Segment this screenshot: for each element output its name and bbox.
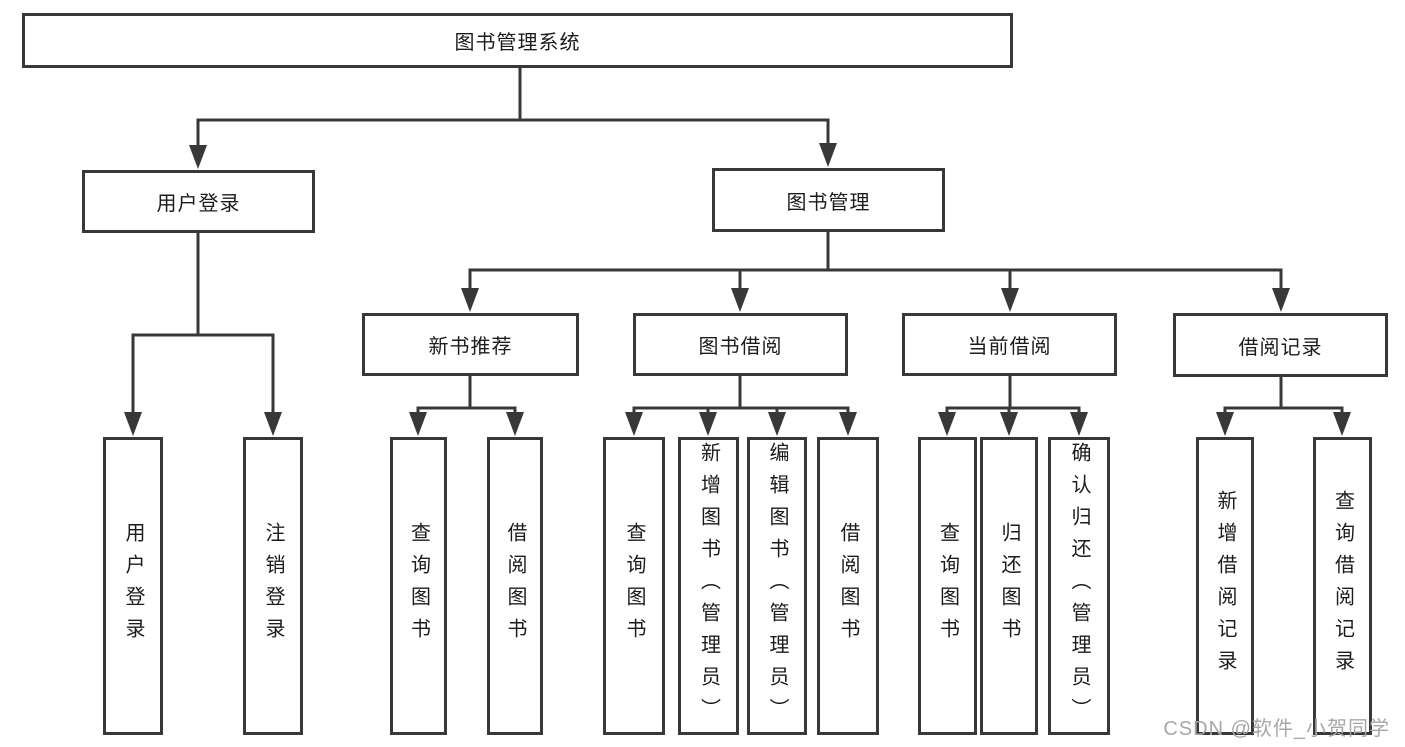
- leaf-records-add-label: 新增借阅记录: [1214, 490, 1236, 682]
- leaf-logout-label: 注销登录: [262, 522, 284, 650]
- leaf-current-query-label: 查询图书: [936, 522, 959, 650]
- connector-user-login-children: [124, 231, 282, 436]
- leaf-records-add: 新增借阅记录: [1196, 437, 1254, 735]
- node-user-login: 用户登录: [82, 170, 315, 233]
- leaf-borrowing-borrow-label: 借阅图书: [837, 522, 859, 650]
- node-root: 图书管理系统: [22, 13, 1013, 68]
- leaf-user-login: 用户登录: [103, 437, 163, 735]
- leaf-borrowing-add-label: 新增图书（管理员）: [697, 442, 720, 730]
- leaf-user-login-label: 用户登录: [122, 522, 144, 650]
- node-borrowing-records: 借阅记录: [1173, 313, 1388, 377]
- leaf-current-return: 归还图书: [980, 437, 1038, 735]
- node-book-borrowing: 图书借阅: [633, 313, 848, 376]
- connector-book-management-to-level3: [461, 230, 1290, 312]
- leaf-newbook-query: 查询图书: [390, 437, 447, 735]
- leaf-records-query: 查询借阅记录: [1313, 437, 1372, 735]
- node-book-management: 图书管理: [712, 168, 945, 232]
- leaf-newbook-borrow: 借阅图书: [487, 437, 543, 735]
- leaf-borrowing-add: 新增图书（管理员）: [678, 437, 739, 735]
- leaf-logout: 注销登录: [243, 437, 303, 735]
- leaf-borrowing-borrow: 借阅图书: [817, 437, 879, 735]
- connector-book-borrowing-children: [625, 374, 857, 436]
- node-new-book-recommend: 新书推荐: [362, 313, 579, 376]
- leaf-current-confirm-label: 确认归还（管理员）: [1068, 442, 1090, 730]
- leaf-borrowing-edit: 编辑图书（管理员）: [747, 437, 807, 735]
- leaf-borrowing-query-label: 查询图书: [623, 522, 645, 650]
- connector-root-to-level2: [189, 65, 837, 169]
- connector-new-book-children: [409, 374, 524, 436]
- leaf-borrowing-query: 查询图书: [603, 437, 665, 735]
- connector-current-borrowing-children: [938, 374, 1088, 436]
- connector-borrowing-records-children: [1216, 375, 1351, 436]
- node-current-borrowing: 当前借阅: [902, 313, 1117, 376]
- leaf-borrowing-edit-label: 编辑图书（管理员）: [766, 442, 788, 730]
- leaf-current-return-label: 归还图书: [998, 522, 1020, 650]
- watermark: CSDN @软件_小贺同学: [1163, 718, 1390, 740]
- leaf-current-confirm: 确认归还（管理员）: [1048, 437, 1110, 735]
- leaf-records-query-label: 查询借阅记录: [1331, 490, 1354, 682]
- leaf-current-query: 查询图书: [918, 437, 977, 735]
- leaf-newbook-query-label: 查询图书: [407, 522, 430, 650]
- leaf-newbook-borrow-label: 借阅图书: [504, 522, 526, 650]
